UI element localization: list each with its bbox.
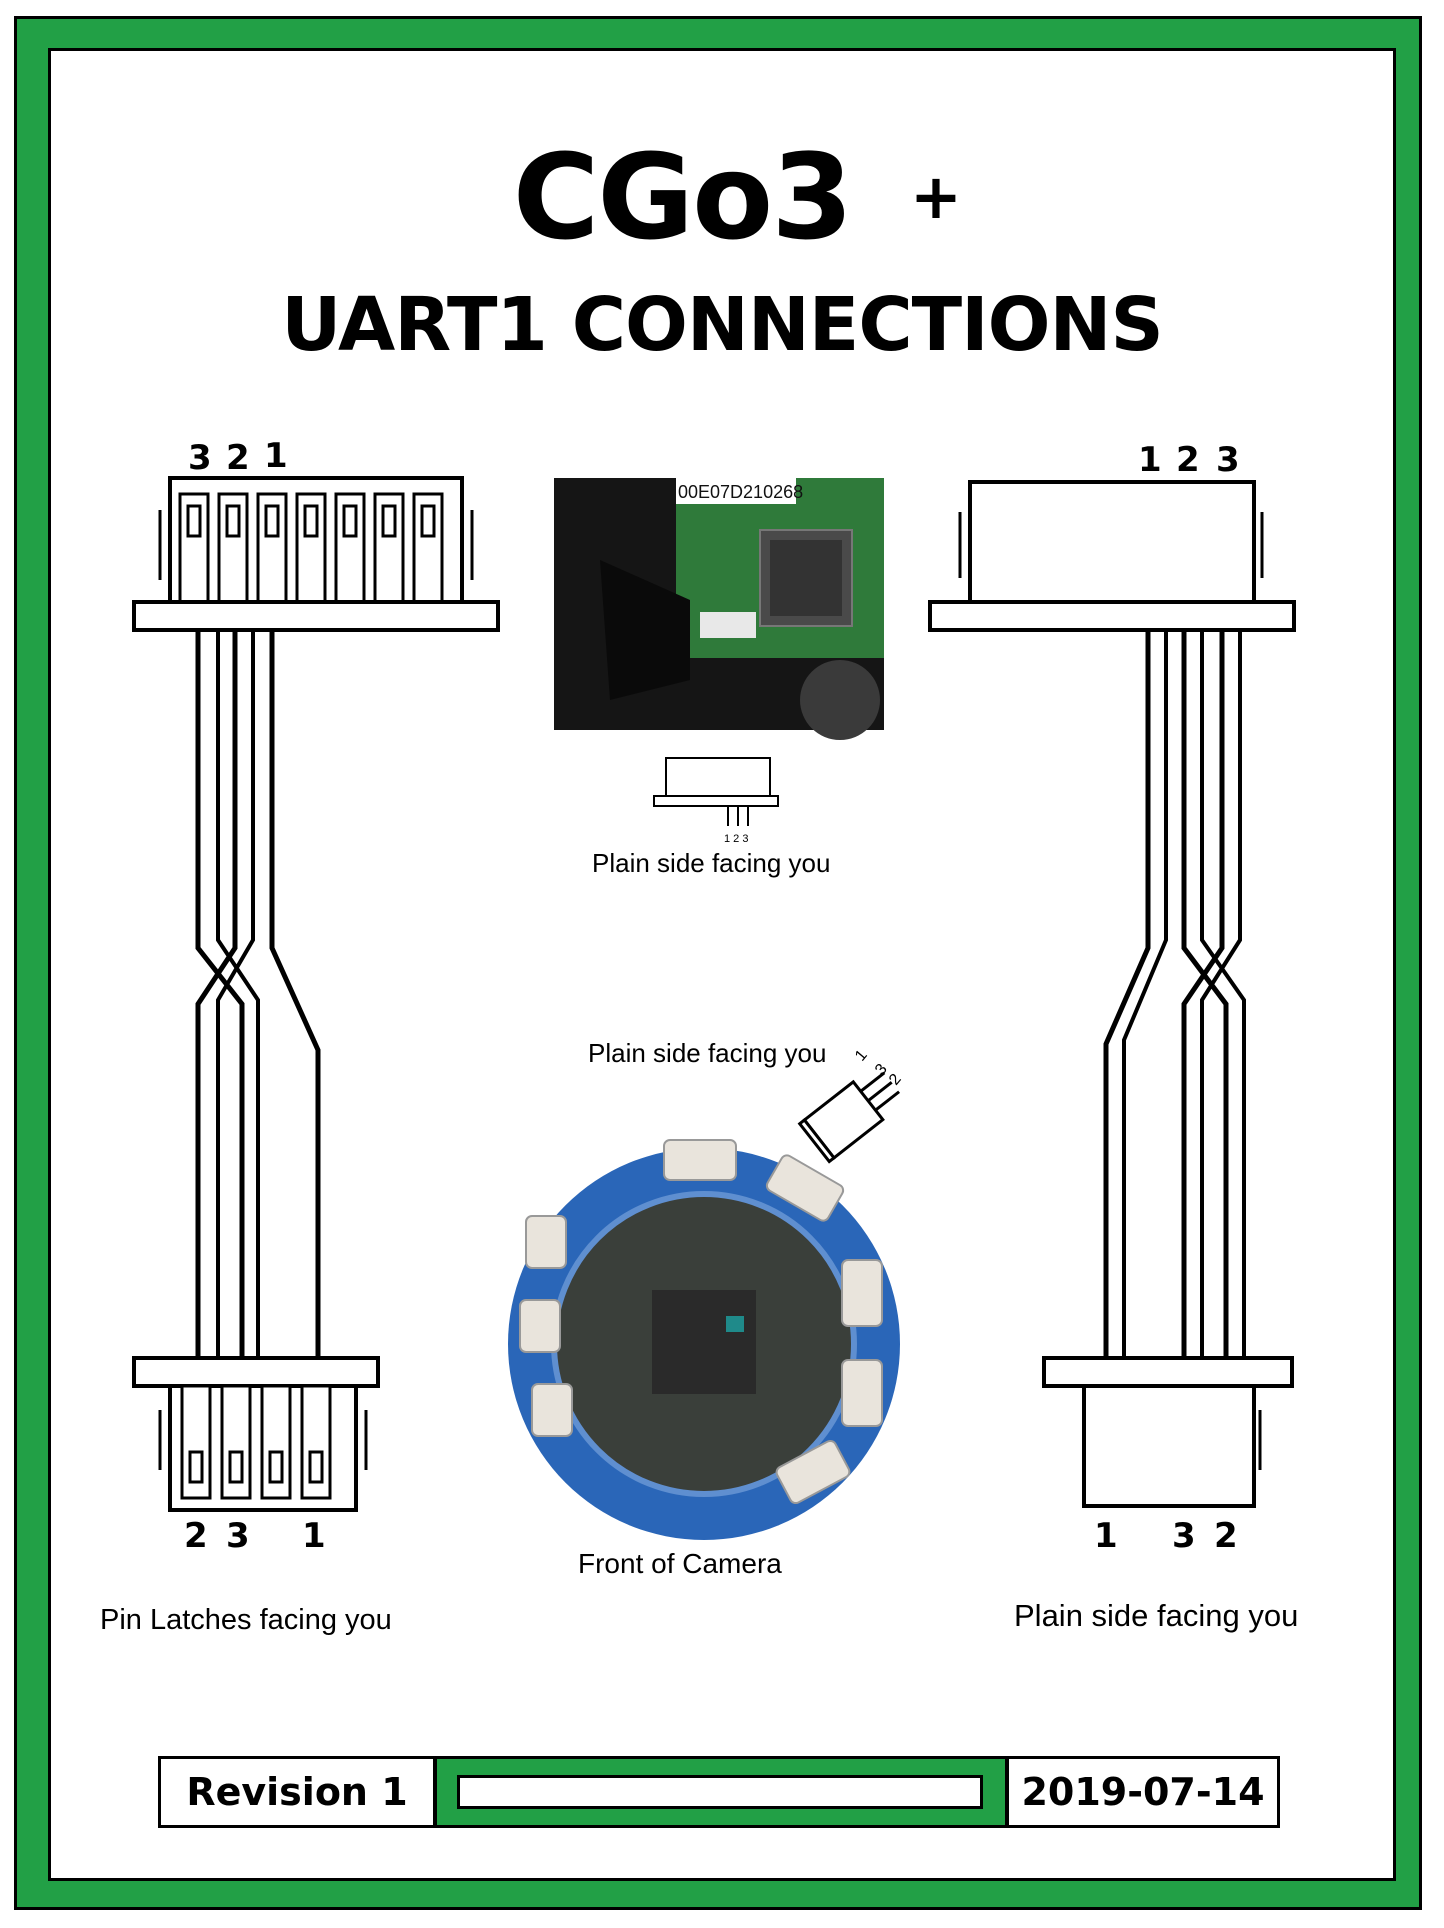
page-subtitle: UART1 CONNECTIONS: [281, 282, 1164, 368]
date-box: 2019-07-14: [1006, 1756, 1280, 1828]
camera-board: [508, 1139, 900, 1540]
title-plus: +: [910, 160, 962, 233]
left-bottom-pin-label: 3: [226, 1516, 250, 1556]
inner-white-panel: [48, 48, 1396, 1881]
pcb-photo: 00E07D210268: [554, 478, 884, 740]
right-top-pin-label: 2: [1176, 440, 1200, 480]
revision-box: Revision 1: [158, 1756, 436, 1828]
revision-label: Revision 1: [186, 1770, 408, 1814]
right-bottom-pin-label: 2: [1214, 1516, 1238, 1556]
footer-middle-box: [434, 1756, 1008, 1828]
right-bottom-pin-label: 1: [1094, 1516, 1118, 1556]
right-top-pin-label: 3: [1216, 440, 1240, 480]
date-label: 2019-07-14: [1021, 1770, 1265, 1814]
right-top-pin-label: 1: [1138, 440, 1162, 480]
footer-blank-field: [457, 1775, 983, 1809]
right-top-connector: [928, 480, 1296, 632]
left-bottom-connector: [132, 1356, 380, 1512]
small-connector-icon: [653, 757, 779, 826]
caption-right-connector: Plain side facing you: [1014, 1598, 1299, 1633]
left-bottom-pin-label: 2: [184, 1516, 208, 1556]
left-wires: [195, 630, 321, 1358]
left-top-pin-label: 1: [264, 436, 288, 476]
right-bottom-pin-label: 3: [1172, 1516, 1196, 1556]
small-connector-pins: 1 2 3: [724, 833, 748, 845]
right-bottom-connector: [1042, 1356, 1294, 1508]
pcb-photo-label: 00E07D210268: [678, 482, 803, 502]
left-top-pin-label: 2: [226, 438, 250, 478]
angled-connector-icon: [797, 1071, 901, 1164]
caption-plain-side-middle: Plain side facing you: [588, 1038, 827, 1068]
caption-left-connector: Pin Latches facing you: [100, 1604, 392, 1636]
left-top-connector: [132, 476, 500, 632]
left-top-pin-label: 3: [188, 438, 212, 478]
caption-front-of-camera: Front of Camera: [578, 1548, 782, 1579]
angled-pin-label: 1: [852, 1047, 871, 1065]
right-wires: [1103, 630, 1246, 1358]
caption-plain-side-top: Plain side facing you: [592, 848, 831, 878]
page-title: CGo3: [512, 128, 854, 266]
left-bottom-pin-label: 1: [302, 1516, 326, 1556]
